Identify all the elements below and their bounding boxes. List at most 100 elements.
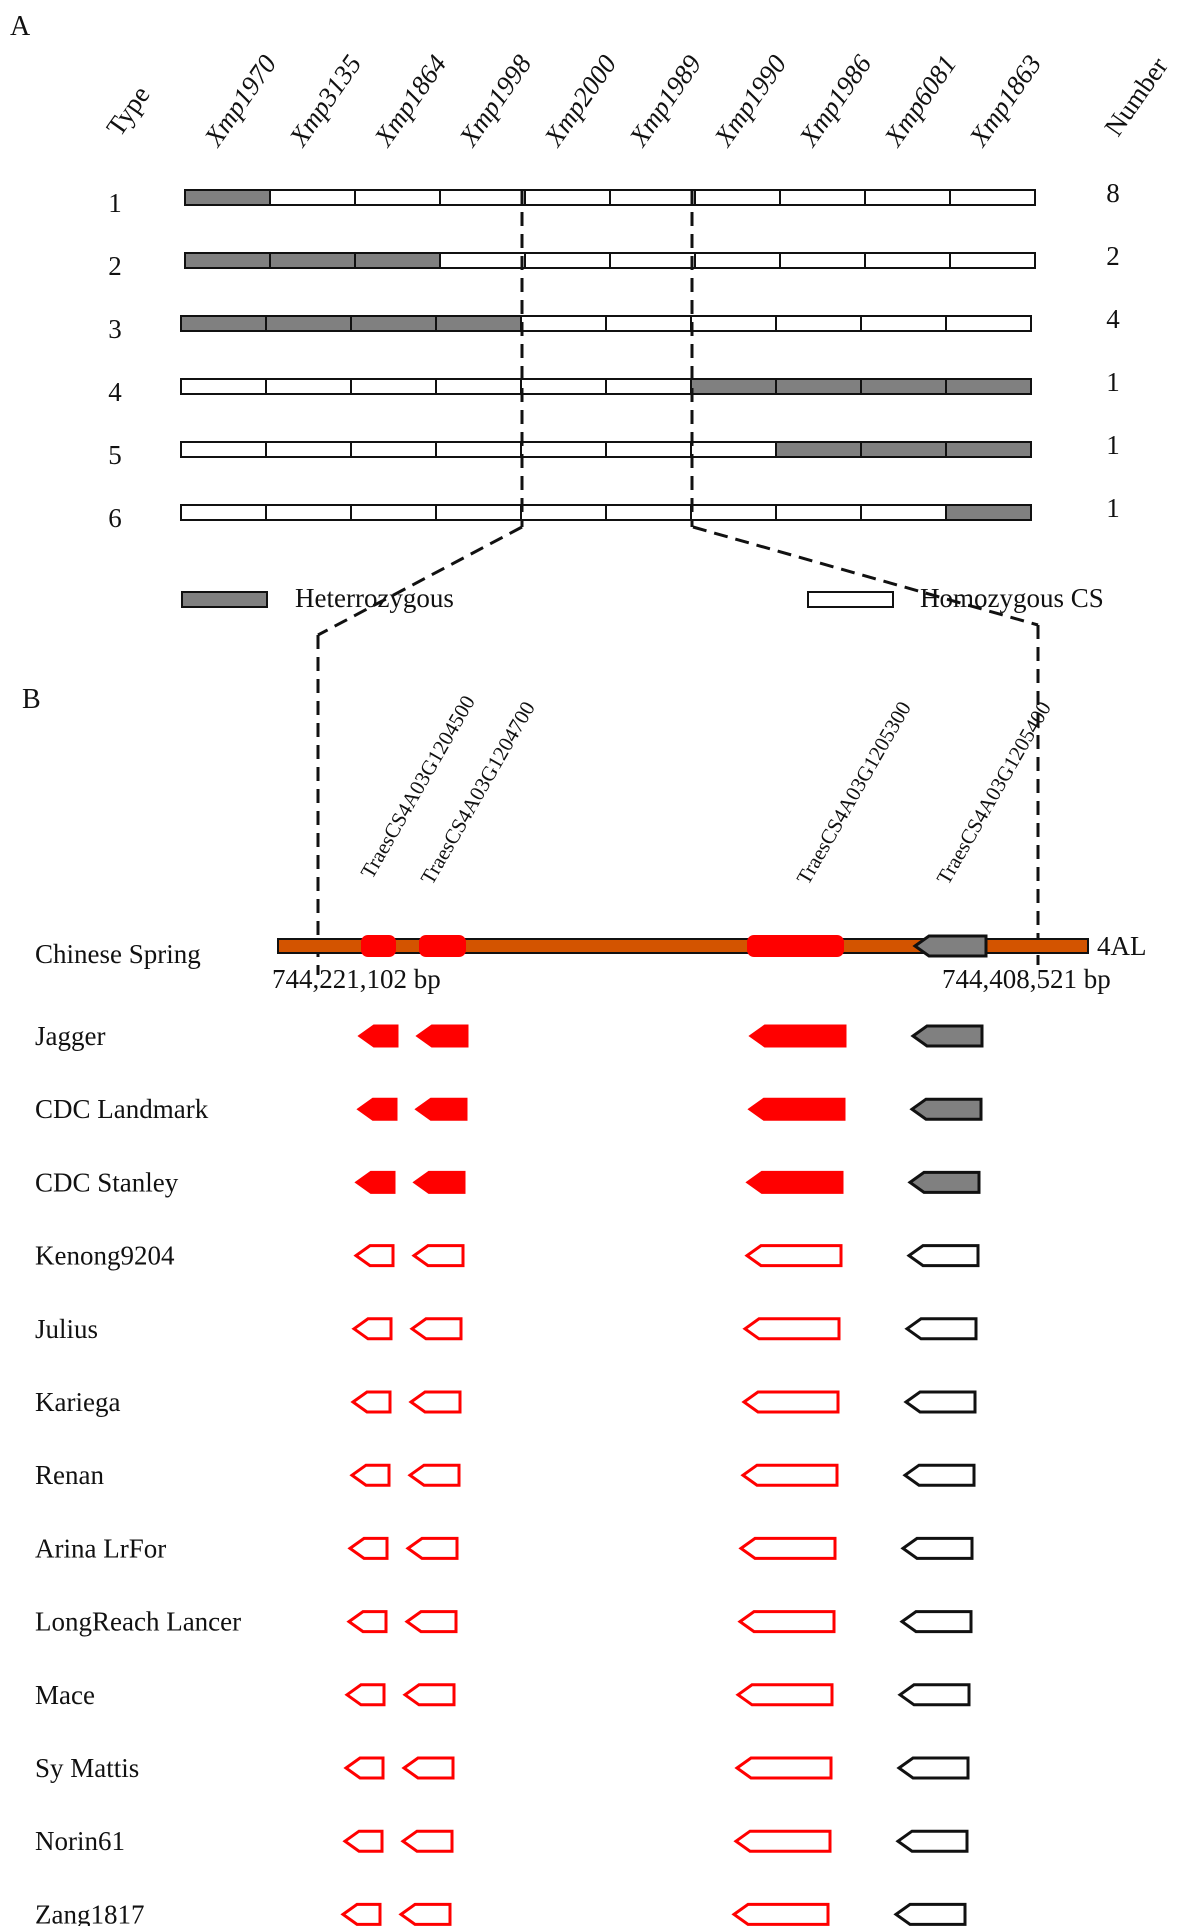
gene-arrow-traescs4a03g1205400 — [907, 1170, 981, 1194]
gene-arrow-traescs4a03g1205300 — [748, 1024, 847, 1048]
number-header: Number — [1098, 52, 1173, 142]
legend-heterozygous-label: Heterrozygous — [295, 583, 454, 613]
marker-label-xmp3135: Xmp3135 — [283, 49, 368, 152]
gene-arrow-traescs4a03g1205400 — [910, 1024, 984, 1048]
gene-arrow-traescs4a03g1205400 — [904, 1317, 978, 1341]
haplotype-cell-hom — [524, 189, 611, 206]
cultivar-name: Zang1817 — [35, 1899, 144, 1926]
gene-arrow-traescs4a03g1204700 — [404, 1610, 458, 1634]
type-header: Type — [100, 80, 155, 141]
haplotype-count: 2 — [1106, 241, 1120, 271]
gene-arrow-traescs4a03g1204500 — [350, 1390, 392, 1414]
cultivar-name: CDC Stanley — [35, 1167, 179, 1197]
haplotype-cell-hom — [949, 189, 1036, 206]
haplotype-cell-hom — [779, 252, 866, 269]
haplotype-cell-hom — [435, 378, 522, 395]
haplotype-cell-hom — [265, 441, 352, 458]
marker-label-xmp2000: Xmp2000 — [538, 49, 623, 152]
gene-arrow-traescs4a03g1205300 — [737, 1610, 836, 1634]
gene-arrow-traescs4a03g1204700 — [408, 1390, 462, 1414]
gene-arrow-traescs4a03g1205300 — [747, 1097, 846, 1121]
gene-arrow-traescs4a03g1205400 — [909, 1097, 983, 1121]
reference-gene-traescs4a03g1205300 — [747, 935, 844, 957]
legend-homozygous-label: Homozygous CS — [920, 583, 1104, 613]
haplotype-cell-hom — [864, 252, 951, 269]
haplotype-cell-hom — [860, 315, 947, 332]
legend-homozygous-swatch — [807, 591, 894, 608]
haplotype-cell-hom — [609, 252, 696, 269]
haplotype-cell-hom — [605, 504, 692, 521]
haplotype-cell-hom — [180, 378, 267, 395]
cultivar-row-cdc-landmark: CDC Landmark — [35, 1094, 983, 1124]
marker-label-xmp1990: Xmp1990 — [708, 49, 793, 152]
gene-arrow-traescs4a03g1205300 — [738, 1536, 837, 1560]
gene-arrow-traescs4a03g1204700 — [407, 1463, 461, 1487]
haplotype-cell-hom — [609, 189, 696, 206]
haplotype-cell-hom — [775, 315, 862, 332]
haplotype-cell-hom — [694, 189, 781, 206]
gene-label-traescs4a03g1204700: TraesCS4A03G1204700 — [416, 697, 540, 888]
cultivar-row-kenong9204: Kenong9204 — [35, 1241, 980, 1271]
reference-genes — [361, 934, 988, 958]
haplotype-cell-het — [945, 504, 1032, 521]
gene-arrow-traescs4a03g1205300 — [740, 1463, 839, 1487]
haplotype-type-label: 3 — [108, 314, 122, 344]
gene-arrow-traescs4a03g1205400 — [893, 1902, 967, 1926]
haplotype-count: 1 — [1106, 493, 1120, 523]
marker-label-xmp1864: Xmp1864 — [368, 49, 453, 152]
reference-name: Chinese Spring — [35, 939, 201, 969]
gene-arrow-traescs4a03g1205400 — [895, 1829, 969, 1853]
gene-arrow-traescs4a03g1204700 — [415, 1024, 469, 1048]
region-start: 744,221,102 bp — [272, 964, 441, 994]
zoom-line-left-diagonal — [317, 525, 523, 637]
haplotype-cell-het — [269, 252, 356, 269]
marker-label-xmp1998: Xmp1998 — [453, 49, 538, 152]
haplotype-type-label: 2 — [108, 251, 122, 281]
gene-arrow-traescs4a03g1205300 — [745, 1170, 844, 1194]
reference-gene-traescs4a03g1204700 — [419, 935, 466, 957]
haplotype-cell-het — [945, 441, 1032, 458]
gene-arrow-traescs4a03g1205400 — [897, 1683, 971, 1707]
zoom-lines — [316, 525, 1040, 975]
haplotype-cell-hom — [435, 504, 522, 521]
haplotype-cell-hom — [949, 252, 1036, 269]
haplotype-cell-het — [860, 378, 947, 395]
cultivar-name: Renan — [35, 1460, 104, 1490]
gene-arrow-traescs4a03g1204500 — [340, 1902, 382, 1926]
haplotype-cell-het — [350, 315, 437, 332]
gene-arrow-traescs4a03g1205400 — [903, 1390, 977, 1414]
cultivar-name: Mace — [35, 1680, 95, 1710]
gene-arrow-traescs4a03g1204500 — [347, 1536, 389, 1560]
gene-arrow-traescs4a03g1205400 — [900, 1536, 974, 1560]
haplotype-cell-hom — [350, 378, 437, 395]
gene-arrow-traescs4a03g1204700 — [402, 1683, 456, 1707]
gene-arrow-traescs4a03g1205300 — [731, 1902, 830, 1926]
gene-arrow-traescs4a03g1204700 — [400, 1829, 454, 1853]
haplotype-cell-hom — [690, 504, 777, 521]
haplotype-cell-hom — [520, 504, 607, 521]
cultivar-row-cdc-stanley: CDC Stanley — [35, 1167, 981, 1197]
haplotype-cell-het — [945, 378, 1032, 395]
haplotype-cell-hom — [605, 315, 692, 332]
gene-arrow-traescs4a03g1205300 — [735, 1683, 834, 1707]
cultivar-name: Jagger — [35, 1021, 105, 1051]
haplotype-cell-hom — [265, 504, 352, 521]
cultivar-name: Norin61 — [35, 1826, 125, 1856]
reference-gene-traescs4a03g1204500 — [361, 935, 396, 957]
marker-label-xmp1989: Xmp1989 — [623, 49, 708, 152]
cultivar-name: LongReach Lancer — [35, 1607, 241, 1637]
haplotype-cell-het — [860, 441, 947, 458]
gene-arrow-traescs4a03g1204500 — [351, 1317, 393, 1341]
haplotype-cell-hom — [520, 378, 607, 395]
cultivar-row-zang1817: Zang1817 — [35, 1899, 967, 1926]
haplotype-cell-hom — [864, 189, 951, 206]
zoom-line-right-diagonal — [692, 525, 1039, 627]
haplotype-count: 1 — [1106, 430, 1120, 460]
gene-arrow-traescs4a03g1204700 — [414, 1097, 468, 1121]
